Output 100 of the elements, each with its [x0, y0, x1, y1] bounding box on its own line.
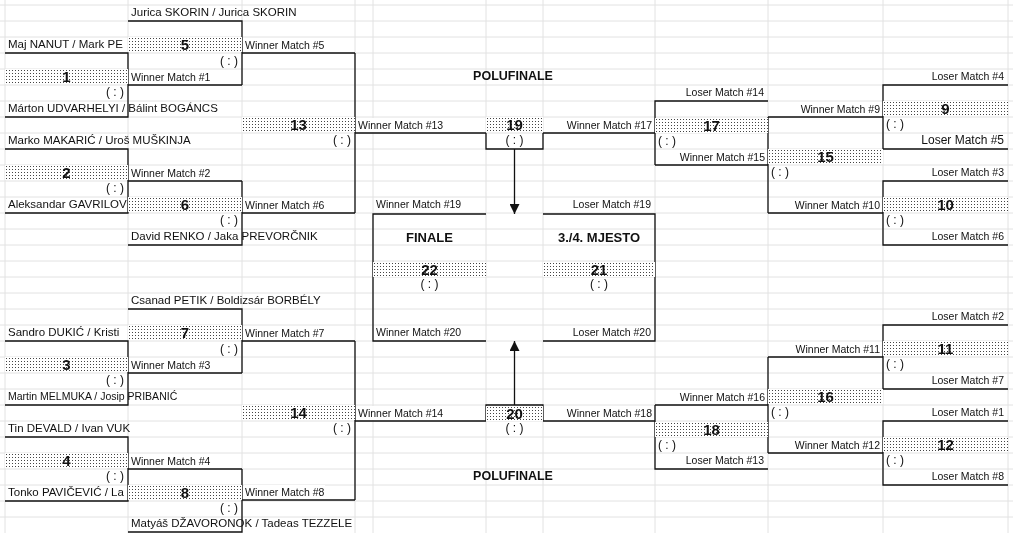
match-number: 22 — [373, 262, 486, 277]
score: ( : ) — [220, 213, 238, 228]
round-title: FINALE — [405, 230, 454, 245]
score: ( : ) — [886, 453, 904, 468]
match-bracket — [768, 357, 883, 453]
match-number: 3 — [5, 357, 128, 372]
score: ( : ) — [658, 438, 676, 453]
score: ( : ) — [106, 373, 124, 388]
score: ( : ) — [504, 133, 525, 148]
edge-label: Winner Match #5 — [244, 38, 326, 52]
score: ( : ) — [220, 501, 238, 516]
score: ( : ) — [333, 133, 351, 148]
match-number: 20 — [486, 406, 543, 421]
entrant-label: Jurica SKORIN / Jurica SKORIN — [131, 5, 297, 20]
match-number: 21 — [543, 262, 655, 277]
round-label: POLUFINALE — [473, 69, 553, 83]
edge-label: Winner Match #11 — [794, 342, 881, 356]
match-bracket — [486, 116, 543, 149]
entrant-label: Maj NANUT / Mark PE — [8, 37, 123, 52]
bracket-line — [241, 499, 356, 501]
match-number: 5 — [128, 37, 242, 52]
match-number: 9 — [883, 101, 1008, 116]
match-bracket — [768, 117, 883, 213]
entrant-label: Loser Match #19 — [572, 197, 651, 212]
edge-label: Winner Match #13 — [357, 118, 445, 132]
score: ( : ) — [106, 469, 124, 484]
score: ( : ) — [504, 421, 525, 436]
match-number: 14 — [242, 405, 355, 420]
match-number: 1 — [5, 69, 128, 84]
edge-label: Winner Match #12 — [793, 438, 881, 452]
entrant-label: Loser Match #13 — [685, 453, 764, 468]
bracket-line — [654, 164, 769, 166]
entrant-label: Aleksandar GAVRILOV — [8, 197, 127, 212]
match-number: 12 — [883, 437, 1008, 452]
edge-label: Winner Match #4 — [130, 454, 212, 468]
entrant-label: Winner Match #20 — [376, 325, 462, 340]
match-number: 2 — [5, 165, 128, 180]
entrant-label: Loser Match #20 — [572, 325, 651, 340]
edge-label: Winner Match #9 — [799, 102, 881, 116]
score: ( : ) — [106, 85, 124, 100]
entrant-label: Loser Match #4 — [931, 69, 1004, 84]
score: ( : ) — [220, 54, 238, 69]
match-number: 17 — [655, 118, 768, 133]
edge-label: Winner Match #7 — [244, 326, 326, 340]
edge-label: Winner Match #3 — [130, 358, 212, 372]
bracket-line — [354, 420, 487, 422]
entrant-label: Loser Match #2 — [931, 309, 1004, 324]
bracket-line — [767, 212, 884, 214]
match-number: 19 — [486, 117, 543, 132]
entrant-label: Marko MAKARIĆ / Uroš MUŠKINJA — [8, 133, 191, 148]
entrant-label: Tonko PAVIČEVIĆ / La — [8, 485, 124, 500]
match-bracket — [242, 341, 355, 500]
bracket-line — [241, 340, 356, 342]
score: ( : ) — [771, 165, 789, 180]
match-number: 8 — [128, 485, 242, 500]
bracket-line — [542, 420, 656, 422]
entrant-label: Loser Match #1 — [931, 405, 1004, 420]
entrant-label: Loser Match #5 — [921, 133, 1004, 148]
bracket-line — [127, 468, 243, 470]
entrant-label: Csanad PETIK / Boldizsár BORBÉLY — [131, 293, 321, 308]
match-number: 15 — [768, 149, 883, 164]
edge-label: Winner Match #1 — [130, 70, 212, 84]
bracket-line — [767, 116, 884, 118]
score: ( : ) — [333, 421, 351, 436]
score: ( : ) — [886, 357, 904, 372]
match-number: 10 — [883, 197, 1008, 212]
score: ( : ) — [589, 277, 609, 292]
score: ( : ) — [771, 405, 789, 420]
entrant-label: Loser Match #8 — [931, 469, 1004, 484]
entrant-label: Loser Match #14 — [685, 85, 764, 100]
edge-label: Winner Match #2 — [130, 166, 212, 180]
match-number: 18 — [655, 422, 768, 437]
entrant-label: Winner Match #19 — [376, 197, 462, 212]
edge-label: Winner Match #15 — [678, 150, 766, 164]
edge-label: Winner Match #10 — [793, 198, 881, 212]
match-bracket — [486, 405, 543, 437]
bracket-line — [767, 452, 884, 454]
match-bracket — [655, 405, 768, 469]
match-number: 4 — [5, 453, 128, 468]
score: ( : ) — [220, 342, 238, 357]
arrow — [509, 148, 520, 215]
entrant-label: Márton UDVARHELYI / Bálint BOGÁNCS — [8, 101, 218, 116]
match-number: 13 — [242, 117, 355, 132]
score: ( : ) — [886, 117, 904, 132]
bracket-line — [654, 404, 769, 406]
entrant-label: Loser Match #7 — [931, 373, 1004, 388]
bracket-line — [767, 356, 884, 358]
edge-label: Winner Match #18 — [565, 406, 653, 420]
bracket-line — [354, 132, 487, 134]
bracket-line — [127, 372, 243, 374]
edge-label: Winner Match #6 — [244, 198, 326, 212]
bracket-line — [241, 52, 356, 54]
entrant-label: Tin DEVALD / Ivan VUK — [8, 421, 131, 436]
match-number: 6 — [128, 197, 242, 212]
match-number: 16 — [768, 389, 883, 404]
round-title: 3./4. MJESTO — [556, 230, 642, 245]
entrant-label: Loser Match #3 — [931, 165, 1004, 180]
edge-label: Winner Match #8 — [244, 485, 326, 499]
match-number: 7 — [128, 325, 242, 340]
score: ( : ) — [106, 181, 124, 196]
